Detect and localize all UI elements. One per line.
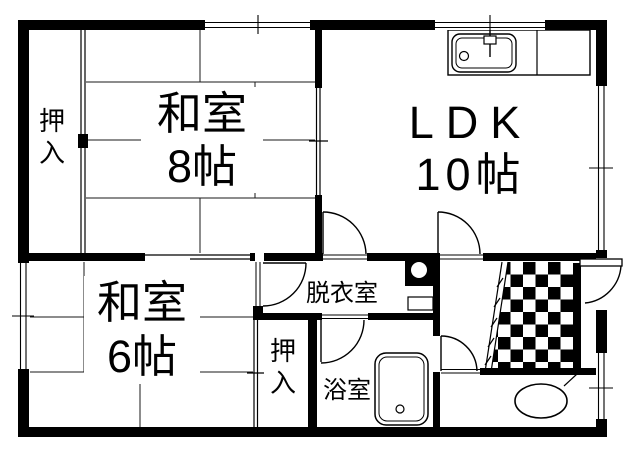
sliding-door-washitsu8-washitsu6 bbox=[145, 254, 250, 260]
room-size: 10帖 bbox=[415, 149, 526, 201]
window-kitchen-top bbox=[435, 15, 545, 34]
room-label-washitsu6: 和室 6帖 bbox=[84, 276, 200, 384]
room-name: 和室 bbox=[96, 277, 187, 328]
room-label-ldk: LDK 10帖 bbox=[368, 97, 573, 201]
window-washitsu6-left bbox=[12, 263, 34, 369]
window-ldk-right bbox=[589, 86, 613, 250]
toilet-bowl bbox=[514, 373, 578, 419]
room-name: 和室 bbox=[156, 88, 247, 139]
door-ldk-from-dressing bbox=[322, 211, 367, 255]
room-label-washitsu8: 和室 8帖 bbox=[141, 87, 263, 194]
inner-walls bbox=[22, 30, 607, 430]
room-name: LDK bbox=[408, 97, 533, 148]
sliding-door-washitsu8-ldk bbox=[309, 88, 328, 195]
closet-bottom-fusuma bbox=[247, 320, 264, 427]
door-toilet bbox=[440, 335, 478, 372]
kitchen-sink bbox=[447, 29, 591, 76]
room-size: 6帖 bbox=[106, 331, 178, 382]
closet-top-fusuma bbox=[78, 30, 88, 253]
room-label-closet-top: 押入 bbox=[38, 106, 65, 168]
washing-machine-pan bbox=[405, 255, 435, 311]
genkan-tile-floor bbox=[484, 261, 573, 373]
door-bathroom bbox=[320, 319, 365, 364]
room-label-dressing-room: 脱衣室 bbox=[306, 280, 378, 307]
room-size: 8帖 bbox=[166, 141, 238, 193]
room-label-bathroom: 浴室 bbox=[323, 377, 371, 404]
window-washitsu8-top bbox=[205, 15, 310, 34]
door-ldk-from-hall bbox=[437, 211, 481, 255]
doorway-frames bbox=[255, 254, 483, 374]
door-washitsu6-from-dressing bbox=[262, 262, 307, 307]
bathtub bbox=[374, 352, 429, 426]
window-toilet-right bbox=[589, 353, 613, 419]
entrance-door bbox=[579, 258, 623, 310]
room-label-closet-bottom: 押入 bbox=[269, 336, 296, 398]
